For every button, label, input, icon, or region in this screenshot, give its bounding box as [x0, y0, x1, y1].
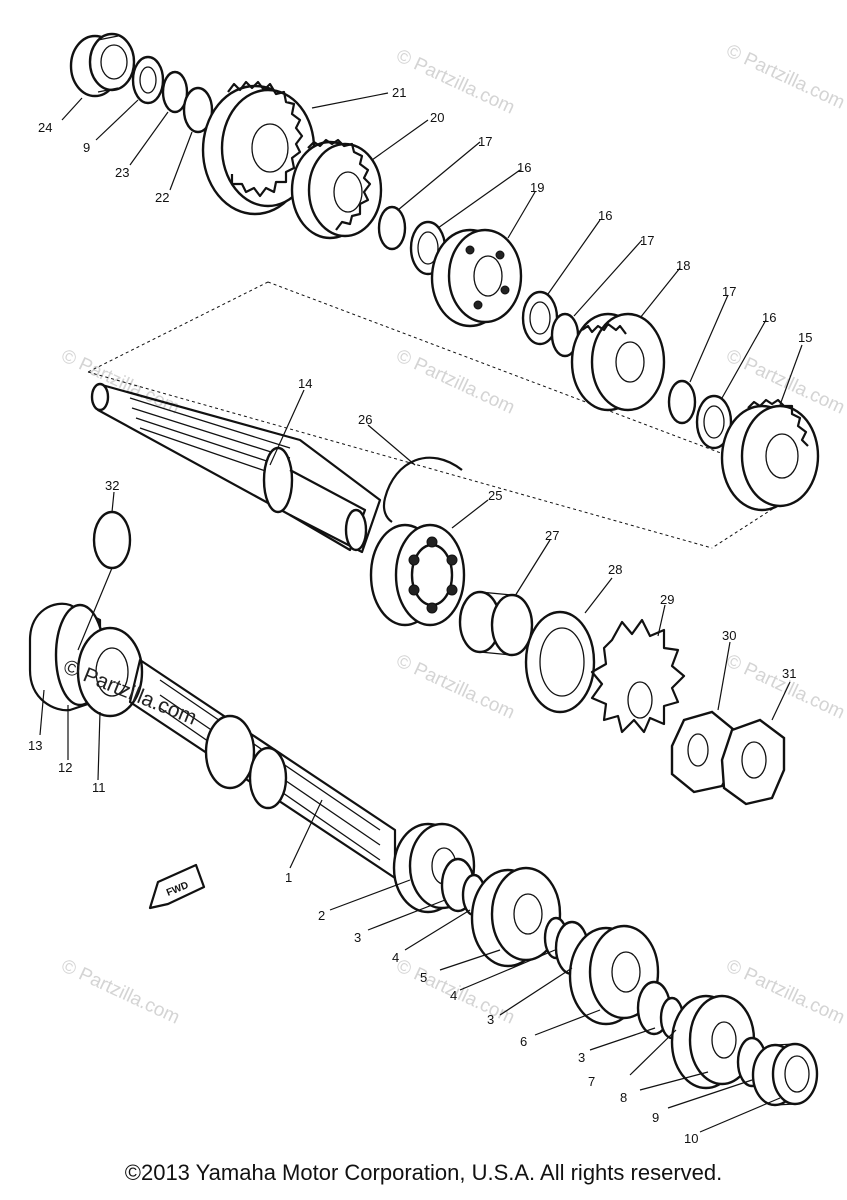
collar-27	[458, 590, 534, 657]
callout-18: 18	[676, 258, 690, 273]
callout-3-c: 3	[578, 1050, 585, 1065]
callout-25: 25	[488, 488, 502, 503]
gear-15	[720, 398, 820, 512]
washer-16-c	[695, 394, 733, 450]
half-clip-26	[382, 456, 463, 523]
callout-19: 19	[530, 180, 544, 195]
watermark: © Partzilla.com	[58, 345, 183, 418]
callout-17-c: 17	[722, 284, 736, 299]
bearing-set-11-13	[28, 602, 144, 718]
callout-14: 14	[298, 376, 312, 391]
callout-32: 32	[105, 478, 119, 493]
circlip-32	[92, 510, 132, 570]
callout-6: 6	[520, 1034, 527, 1049]
gear-20	[290, 138, 383, 240]
callout-8: 8	[620, 1090, 627, 1105]
callout-10: 10	[684, 1131, 698, 1146]
callout-4-a: 4	[392, 950, 399, 965]
needle-bearing-10	[751, 1042, 819, 1107]
callout-4-b: 4	[450, 988, 457, 1003]
callout-labels: 24 9 23 22 21 20 17 16 19 16 17 18 17 16…	[28, 85, 812, 1146]
washer-22	[182, 86, 214, 134]
watermark: © Partzilla.com	[58, 955, 183, 1028]
watermark: © Partzilla.com	[393, 650, 518, 723]
callout-15: 15	[798, 330, 812, 345]
callout-26: 26	[358, 412, 372, 427]
callout-21: 21	[392, 85, 406, 100]
watermark: © Partzilla.com	[393, 45, 518, 118]
nut-31	[720, 718, 786, 806]
callout-9-upper: 9	[83, 140, 90, 155]
drive-sprocket-29	[590, 618, 686, 734]
watermark: © Partzilla.com	[393, 345, 518, 418]
callout-30: 30	[722, 628, 736, 643]
gear-18	[570, 312, 666, 412]
callout-16-a: 16	[517, 160, 531, 175]
gear-21	[201, 80, 316, 216]
callout-16-c: 16	[762, 310, 776, 325]
copyright-notice: ©2013 Yamaha Motor Corporation, U.S.A. A…	[124, 1160, 723, 1185]
main-shaft-14	[90, 382, 382, 554]
callout-17-b: 17	[640, 233, 654, 248]
circlip-23	[161, 70, 189, 114]
circlip-17-c	[667, 379, 697, 425]
callout-27: 27	[545, 528, 559, 543]
watermark: © Partzilla.com	[723, 40, 847, 113]
gear-19	[430, 228, 523, 328]
watermark: © Partzilla.com	[723, 650, 847, 723]
callout-17-a: 17	[478, 134, 492, 149]
assembly-outline	[87, 281, 809, 549]
callout-16-b: 16	[598, 208, 612, 223]
callout-11: 11	[92, 780, 106, 795]
callout-3-b: 3	[487, 1012, 494, 1027]
callout-7: 7	[588, 1074, 595, 1089]
callout-5: 5	[420, 970, 427, 985]
fwd-arrow: FWD	[148, 863, 206, 910]
callout-12: 12	[58, 760, 72, 775]
callout-24: 24	[38, 120, 52, 135]
drive-axle-1	[128, 658, 397, 880]
callout-29: 29	[660, 592, 674, 607]
callout-31: 31	[782, 666, 796, 681]
callout-13: 13	[28, 738, 42, 753]
lower-shaft-group: FWD	[28, 510, 819, 1107]
callout-9-lower: 9	[652, 1110, 659, 1125]
oil-seal-28	[524, 610, 596, 714]
callout-3-a: 3	[354, 930, 361, 945]
ball-bearing-25	[369, 523, 466, 627]
callout-1: 1	[285, 870, 292, 885]
callout-28: 28	[608, 562, 622, 577]
callout-2: 2	[318, 908, 325, 923]
leader-lines	[39, 92, 803, 1133]
callout-20: 20	[430, 110, 444, 125]
upper-shaft-group	[69, 32, 820, 806]
circlip-17-a	[377, 205, 407, 251]
washer-9-upper	[131, 55, 165, 105]
callout-23: 23	[115, 165, 129, 180]
callout-22: 22	[155, 190, 169, 205]
needle-bearing-24	[69, 32, 136, 98]
gear-5	[470, 866, 562, 968]
